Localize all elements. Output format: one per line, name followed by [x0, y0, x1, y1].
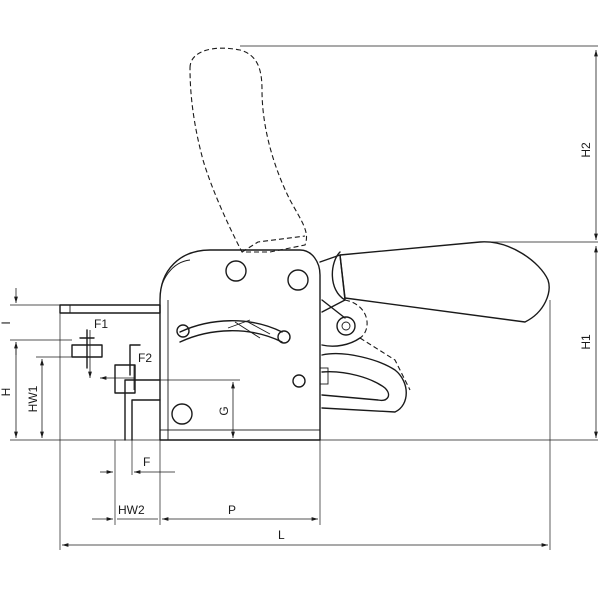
dim-label-i: I [0, 321, 13, 324]
dim-label-g: G [217, 406, 231, 415]
closed-handle [319, 241, 550, 323]
dim-label-h2: H2 [579, 142, 593, 158]
dim-label-f1: F1 [94, 317, 108, 331]
curved-slot [176, 319, 291, 344]
clamp-body [159, 249, 321, 441]
dim-label-hw1: HW1 [26, 385, 40, 412]
dim-label-f: F [143, 455, 150, 469]
dim-label-f2: F2 [138, 351, 152, 365]
open-handle-outline [189, 47, 308, 253]
linkage [319, 299, 411, 413]
dim-label-l: L [278, 528, 285, 542]
mounting-holes [171, 260, 309, 425]
dim-label-h1: H1 [579, 334, 593, 350]
clamp-arm [59, 304, 161, 441]
dim-label-hw2: HW2 [118, 503, 145, 517]
dim-label-p: P [228, 503, 236, 517]
dimension-lines [14, 50, 598, 547]
extension-lines [10, 45, 598, 550]
dim-label-h: H [0, 388, 13, 397]
